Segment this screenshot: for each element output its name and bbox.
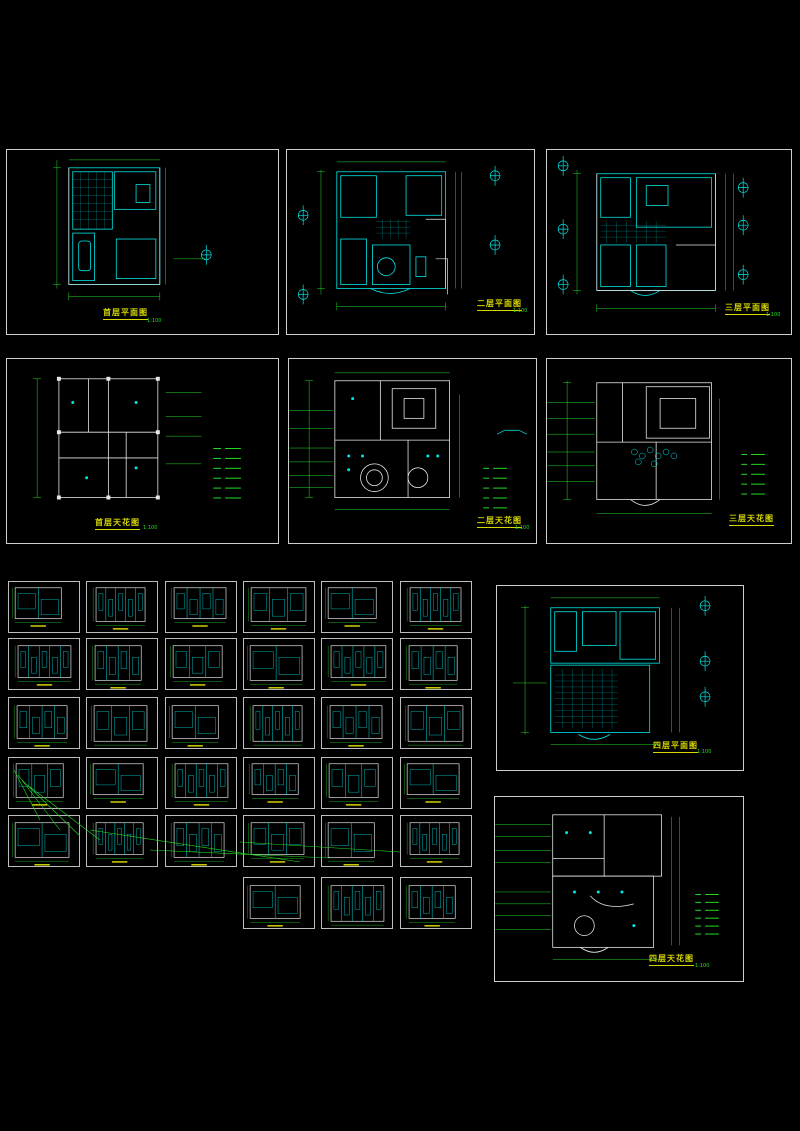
elevation-thumbnail[interactable] bbox=[165, 638, 237, 690]
elevation-thumbnail[interactable] bbox=[243, 877, 315, 929]
elevation-thumbnail[interactable] bbox=[86, 697, 158, 749]
sheet-first-floor-plan[interactable]: 首层平面图 1:100 bbox=[6, 149, 279, 335]
sheet-title: 首层平面图 bbox=[103, 307, 148, 320]
sheet-third-floor-plan[interactable]: 三层平面图 1:100 bbox=[546, 149, 792, 335]
third-floor-ceiling-drawing bbox=[547, 380, 765, 514]
elevation-thumbnail[interactable] bbox=[400, 877, 472, 929]
elevation-drawing bbox=[171, 587, 227, 627]
elevation-drawing bbox=[14, 645, 72, 686]
elevation-drawing bbox=[404, 763, 460, 803]
elevation-thumbnail[interactable] bbox=[8, 697, 80, 749]
sheet-scale: 1:100 bbox=[766, 312, 781, 318]
elevation-drawing bbox=[406, 645, 458, 689]
elevation-thumbnail[interactable] bbox=[243, 697, 315, 749]
elevation-drawing bbox=[406, 822, 460, 863]
sheet-fourth-floor-plan[interactable]: 四层平面图 1:100 bbox=[496, 585, 744, 771]
sheet-first-floor-ceiling[interactable]: 首层天花图 1:100 bbox=[6, 358, 279, 544]
second-floor-ceiling-drawing bbox=[289, 372, 527, 510]
elevation-drawing bbox=[325, 587, 377, 627]
elevation-drawing bbox=[406, 885, 456, 927]
elevation-thumbnail[interactable] bbox=[8, 815, 80, 867]
sheet-title: 四层平面图 bbox=[653, 740, 698, 753]
sheet-scale: 1:100 bbox=[515, 525, 530, 531]
elevation-thumbnail[interactable] bbox=[400, 815, 472, 867]
elevation-drawing bbox=[327, 705, 383, 747]
elevation-thumbnail[interactable] bbox=[86, 581, 158, 633]
elevation-thumbnail[interactable] bbox=[165, 697, 237, 749]
fourth-floor-ceiling-drawing bbox=[495, 814, 719, 960]
elevation-drawing bbox=[171, 822, 225, 866]
elevation-thumbnail[interactable] bbox=[243, 815, 315, 867]
elevation-thumbnail[interactable] bbox=[86, 638, 158, 690]
elevation-drawing bbox=[92, 587, 146, 630]
sheet-third-floor-ceiling[interactable]: 三层天花图 bbox=[546, 358, 792, 544]
elevation-drawing bbox=[326, 763, 379, 806]
third-floor-plan-drawing bbox=[557, 155, 749, 313]
elevation-drawing bbox=[247, 885, 301, 927]
fourth-floor-plan-drawing bbox=[513, 595, 711, 745]
sheet-scale: 1:100 bbox=[513, 308, 528, 314]
elevation-thumbnail[interactable] bbox=[400, 638, 472, 690]
elevation-thumbnail[interactable] bbox=[321, 697, 393, 749]
elevation-drawing bbox=[170, 645, 223, 686]
sheet-title: 三层平面图 bbox=[725, 302, 770, 315]
elevation-thumbnail[interactable] bbox=[321, 638, 393, 690]
elevation-thumbnail[interactable] bbox=[321, 757, 393, 809]
first-floor-plan-drawing bbox=[52, 159, 212, 301]
elevation-thumbnail[interactable] bbox=[321, 877, 393, 929]
elevation-drawing bbox=[171, 763, 229, 806]
elevation-drawing bbox=[406, 587, 462, 630]
elevation-drawing bbox=[13, 763, 64, 806]
elevation-thumbnail[interactable] bbox=[8, 581, 80, 633]
elevation-drawing bbox=[249, 763, 299, 803]
elevation-drawing bbox=[247, 645, 303, 689]
sheet-title: 四层天花图 bbox=[649, 953, 694, 966]
elevation-thumbnail[interactable] bbox=[86, 815, 158, 867]
elevation-thumbnail[interactable] bbox=[8, 757, 80, 809]
elevation-drawing bbox=[249, 705, 303, 746]
elevation-drawing bbox=[327, 645, 387, 686]
sheet-scale: 1:100 bbox=[697, 749, 712, 755]
elevation-drawing bbox=[92, 645, 142, 689]
sheet-title: 三层天花图 bbox=[729, 513, 774, 526]
sheet-title: 二层天花图 bbox=[477, 515, 522, 528]
elevation-thumbnail[interactable] bbox=[243, 757, 315, 809]
elevation-thumbnail[interactable] bbox=[243, 638, 315, 690]
elevation-drawing bbox=[327, 885, 385, 926]
elevation-drawing bbox=[169, 705, 219, 747]
sheet-scale: 1:100 bbox=[695, 963, 710, 969]
elevation-drawing bbox=[12, 587, 62, 627]
elevation-thumbnail[interactable] bbox=[243, 581, 315, 633]
elevation-drawing bbox=[405, 705, 464, 746]
elevation-drawing bbox=[92, 822, 144, 863]
sheet-scale: 1:100 bbox=[147, 318, 162, 324]
elevation-thumbnail[interactable] bbox=[321, 581, 393, 633]
elevation-thumbnail[interactable] bbox=[165, 581, 237, 633]
first-floor-ceiling-drawing bbox=[33, 376, 241, 500]
elevation-thumbnail[interactable] bbox=[165, 815, 237, 867]
elevation-drawing bbox=[13, 705, 68, 747]
elevation-thumbnail[interactable] bbox=[8, 638, 80, 690]
sheet-second-floor-plan[interactable]: 二层平面图 1:100 bbox=[286, 149, 535, 335]
elevation-drawing bbox=[325, 822, 375, 866]
elevation-thumbnail[interactable] bbox=[86, 757, 158, 809]
elevation-drawing bbox=[12, 822, 70, 866]
sheet-second-floor-ceiling[interactable]: 二层天花图 1:100 bbox=[288, 358, 537, 544]
second-floor-plan-drawing bbox=[297, 161, 501, 311]
sheet-scale: 1:100 bbox=[143, 525, 158, 531]
elevation-drawing bbox=[248, 822, 305, 863]
elevation-thumbnail[interactable] bbox=[400, 757, 472, 809]
elevation-drawing bbox=[90, 763, 144, 803]
sheet-title: 二层平面图 bbox=[477, 298, 522, 311]
elevation-drawing bbox=[91, 705, 148, 746]
elevation-drawing bbox=[248, 587, 307, 630]
sheet-fourth-floor-ceiling[interactable]: 四层天花图 1:100 bbox=[494, 796, 744, 982]
sheet-title: 首层天花图 bbox=[95, 517, 140, 530]
elevation-thumbnail[interactable] bbox=[400, 581, 472, 633]
elevation-thumbnail[interactable] bbox=[400, 697, 472, 749]
elevation-thumbnail[interactable] bbox=[321, 815, 393, 867]
elevation-thumbnail[interactable] bbox=[165, 757, 237, 809]
